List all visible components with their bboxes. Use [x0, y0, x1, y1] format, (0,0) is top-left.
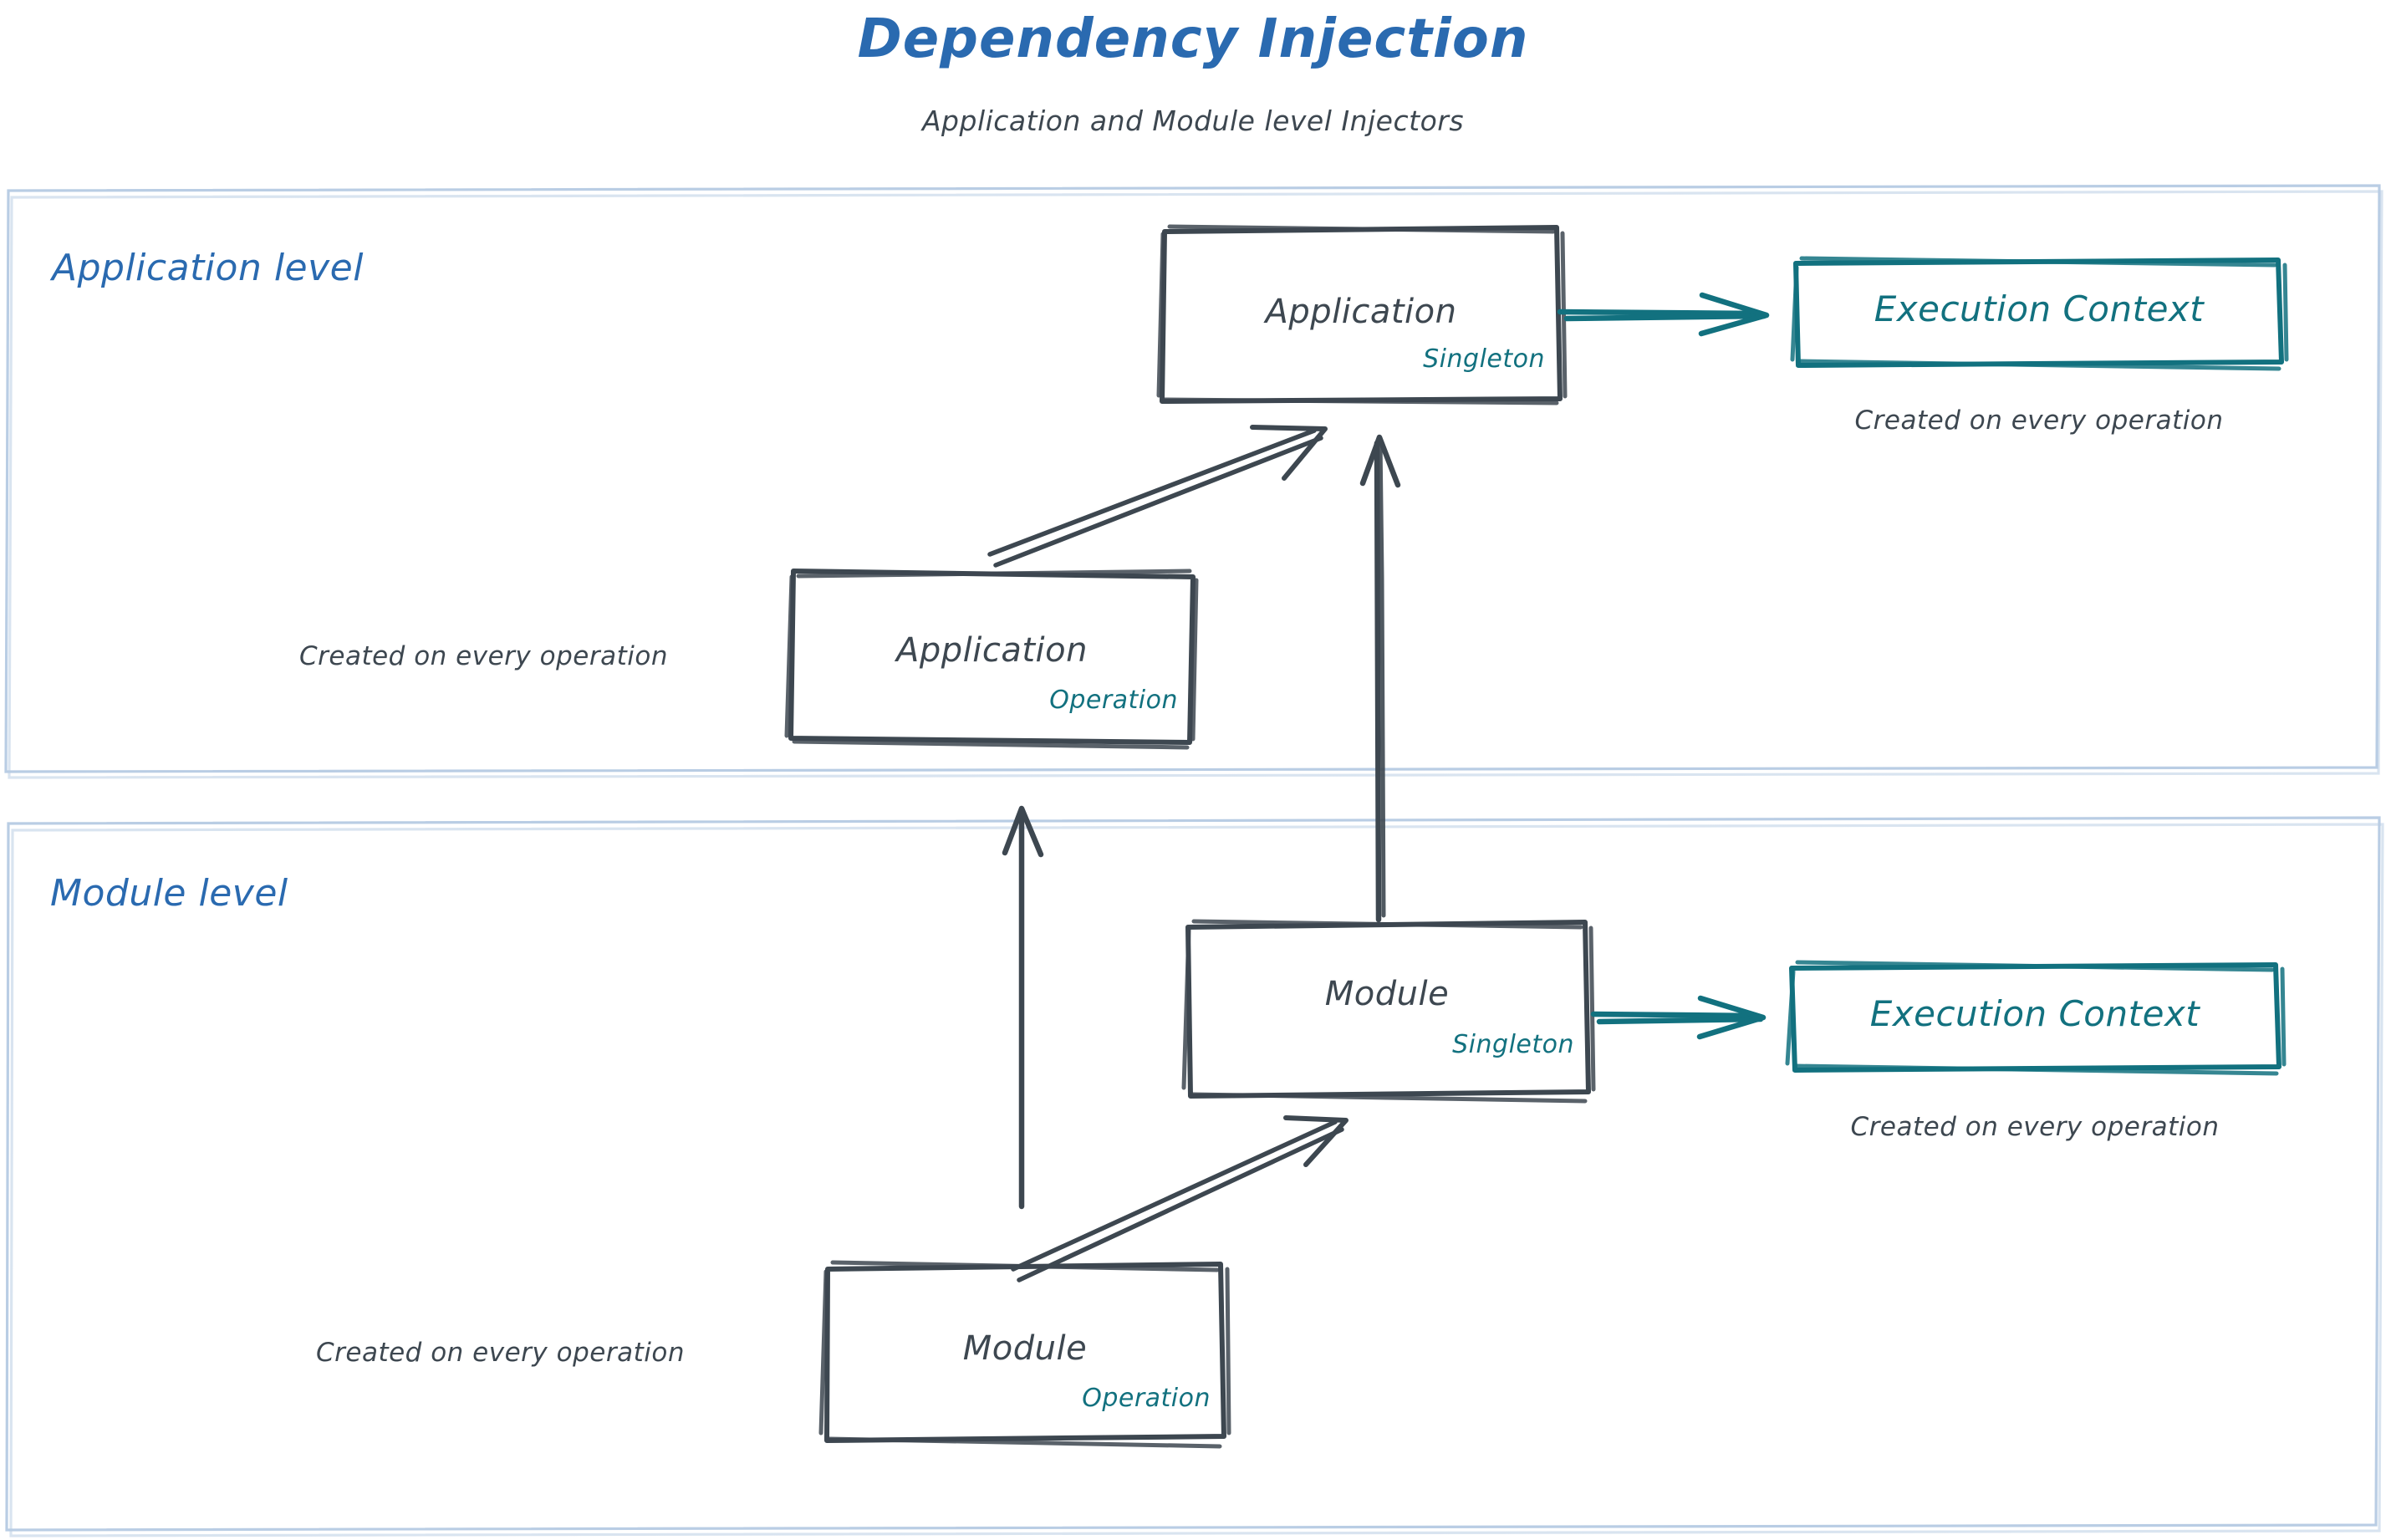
- application-execution-context-title: Execution Context: [1874, 288, 2205, 329]
- application-execution-context-box[interactable]: [1790, 256, 2289, 371]
- application-singleton-box[interactable]: [1156, 224, 1568, 405]
- application-operation-scope: Operation: [1049, 686, 1178, 715]
- module-operation-title: Module: [962, 1329, 1088, 1368]
- application-operation-caption: Created on every operation: [299, 641, 668, 671]
- arrow-module-to-application-zone: [1002, 805, 1044, 1210]
- module-level-container: [5, 816, 2384, 1537]
- application-operation-box[interactable]: [784, 569, 1199, 750]
- arrow-module-operation-to-module-singleton: [1011, 1115, 1348, 1282]
- module-singleton-title: Module: [1324, 975, 1450, 1013]
- arrow-module-singleton-to-context: [1590, 995, 1767, 1040]
- application-level-container: [4, 184, 2383, 779]
- zone-label-module-level: Module level: [50, 872, 288, 915]
- module-execution-context-box[interactable]: [1785, 960, 2287, 1076]
- arrow-app-singleton-to-context: [1557, 292, 1770, 337]
- module-operation-caption: Created on every operation: [316, 1338, 685, 1368]
- module-execution-context-caption: Created on every operation: [1850, 1112, 2220, 1142]
- page-subtitle: Application and Module level Injectors: [921, 105, 1465, 137]
- application-operation-title: Application: [896, 631, 1088, 670]
- application-execution-context-caption: Created on every operation: [1854, 405, 2224, 436]
- application-singleton-title: Application: [1265, 293, 1457, 331]
- module-singleton-scope: Singleton: [1452, 1030, 1574, 1059]
- application-singleton-scope: Singleton: [1423, 344, 1545, 374]
- module-singleton-box[interactable]: [1181, 919, 1596, 1104]
- arrow-module-singleton-to-app-singleton: [1359, 434, 1401, 923]
- module-operation-scope: Operation: [1082, 1384, 1211, 1413]
- arrow-app-operation-to-app-singleton: [987, 425, 1328, 568]
- module-execution-context-title: Execution Context: [1869, 993, 2200, 1034]
- page-title: Dependency Injection: [857, 8, 1529, 70]
- zone-label-application-level: Application level: [52, 247, 364, 289]
